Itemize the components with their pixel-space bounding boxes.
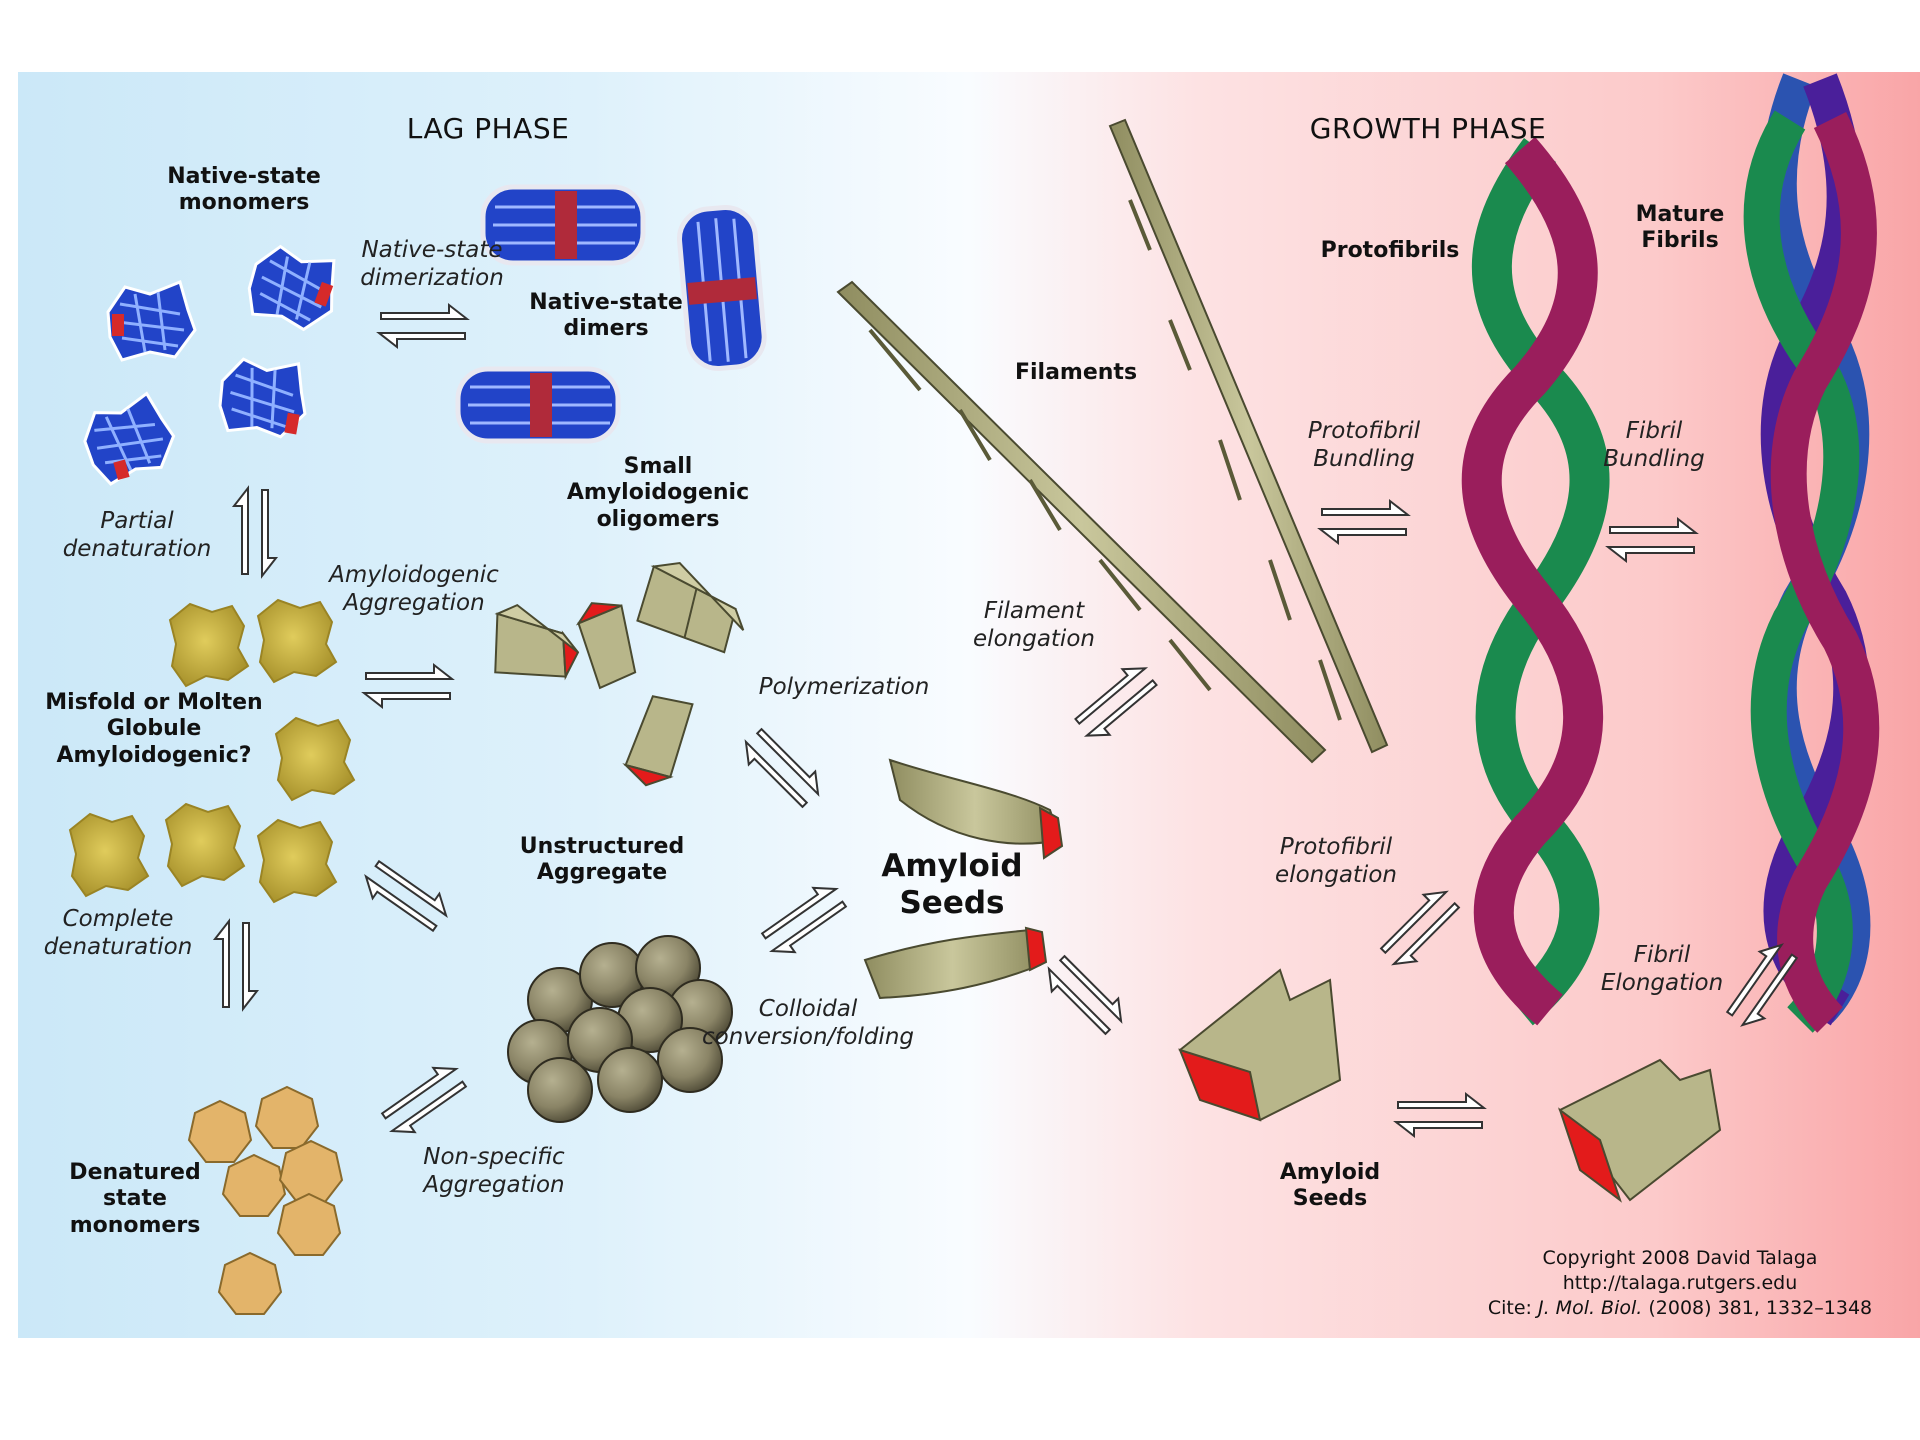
native-monomer-3 (83, 391, 176, 486)
label-denatured-monomers: Denatured state monomers (69, 1160, 201, 1238)
label-filament-elongation: Filament elongation (973, 598, 1095, 652)
copyright-line: Copyright 2008 David Talaga (1542, 1247, 1818, 1269)
filament-1-ridges (868, 328, 1212, 692)
label-amyloidogenic-aggregation: Amyloidogenic Aggregation (329, 562, 499, 616)
label-small-oligomers: Small Amyloidogenic oligomers (566, 454, 750, 532)
label-native-dimers: Native-state dimers (529, 290, 683, 342)
citation-details: (2008) 381, 1332–1348 (1642, 1297, 1873, 1320)
arrow-partial-denaturation (231, 485, 279, 579)
lag-phase-title: LAG PHASE (406, 112, 570, 145)
unstructured-aggregate (507, 935, 733, 1123)
label-amyloid-seeds-right: Amyloid Seeds (1279, 1160, 1381, 1212)
native-dimer-2 (676, 205, 767, 372)
amyloid-seeds-right-1 (1178, 968, 1342, 1122)
arrow-nonspecific (380, 1066, 468, 1134)
citation: Cite: J. Mol. Biol. (2008) 381, 1332–134… (1470, 1296, 1890, 1321)
native-monomer-2 (247, 244, 336, 332)
label-native-monomers: Native-state monomers (167, 164, 321, 216)
arrow-filament-elongation (1074, 667, 1158, 737)
protofibril (1461, 136, 1610, 1026)
mature-fibril (1743, 73, 1880, 1033)
small-oligomers (494, 562, 745, 787)
equilibrium-arrows (212, 302, 1799, 1139)
filament-1 (836, 280, 1327, 764)
label-complete-denaturation: Complete denaturation (43, 906, 193, 960)
label-misfold: Misfold or Molten Globule Amyloidogenic? (45, 690, 263, 768)
arrow-seed-to-right-seed (1047, 954, 1123, 1036)
amyloid-seeds-right-2 (1558, 1058, 1722, 1203)
label-colloidal-conversion: Colloidal conversion/folding (701, 996, 915, 1050)
growth-phase-title: GROWTH PHASE (1309, 112, 1547, 145)
amyloid-seeds-center (863, 758, 1064, 1000)
label-polymerization: Polymerization (758, 674, 930, 700)
arrow-polymerization (744, 727, 820, 809)
arrow-fibril-bundling (1605, 516, 1699, 564)
filament-2 (1108, 118, 1389, 754)
native-monomer-4 (218, 357, 307, 439)
label-mature-fibrils: Mature Fibrils (1635, 202, 1725, 254)
native-monomer-1 (106, 279, 197, 362)
copyright-url: http://talaga.rutgers.edu (1562, 1272, 1798, 1295)
citation-journal: J. Mol. Biol. (1538, 1297, 1643, 1320)
copyright-block: Copyright 2008 David Talaga http://talag… (1470, 1246, 1890, 1321)
arrow-protofibril-elongation (1379, 890, 1461, 966)
native-dimer-1 (480, 184, 646, 266)
label-unstructured-aggregate: Unstructured Aggregate (519, 834, 685, 886)
arrow-complete-denaturation (212, 918, 260, 1012)
label-nonspecific-aggregation: Non-specific Aggregation (423, 1144, 565, 1198)
arrow-colloidal (760, 886, 848, 954)
arrow-fibril-elongation (1725, 943, 1799, 1027)
native-dimer-3 (455, 366, 621, 444)
label-protofibrils: Protofibrils (1320, 238, 1460, 263)
label-fibril-elongation: Fibril Elongation (1600, 942, 1724, 996)
citation-prefix: Cite: (1487, 1297, 1538, 1320)
label-protofibril-bundling: Protofibril Bundling (1307, 418, 1421, 472)
label-partial-denaturation: Partial denaturation (62, 508, 212, 562)
label-native-dimerization: Native-state dimerization (360, 237, 504, 291)
label-protofibril-elongation: Protofibril elongation (1275, 834, 1397, 888)
molten-globules (68, 598, 356, 904)
arrow-dimerization (376, 302, 470, 350)
arrow-protofibril-bundling (1317, 498, 1411, 546)
label-amyloid-seeds-center: Amyloid Seeds (881, 848, 1023, 922)
label-filaments: Filaments (1014, 360, 1138, 385)
filament-2-ridges (1128, 199, 1342, 721)
label-fibril-bundling: Fibril Bundling (1603, 418, 1705, 472)
arrow-amyloidogenic-aggregation (361, 662, 455, 710)
denatured-monomers (187, 1085, 344, 1315)
arrow-right-seeds (1393, 1091, 1487, 1139)
arrow-misfold-unstructured (364, 859, 448, 933)
